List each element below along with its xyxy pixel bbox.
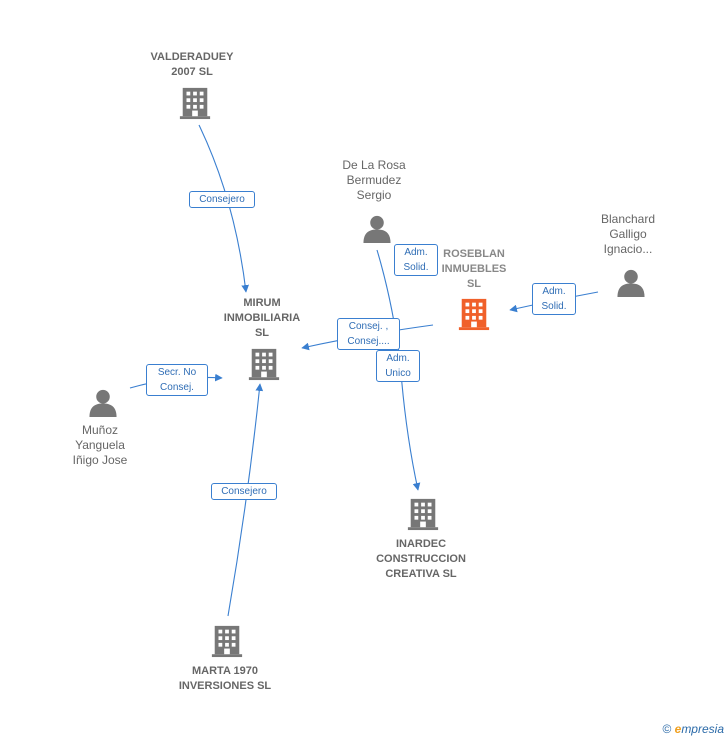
mirum-label-line: SL — [254, 327, 270, 339]
blanchard-person-icon[interactable] — [617, 269, 645, 297]
node-label-mirum[interactable]: MIRUM INMOBILIARIA SL — [212, 296, 312, 341]
edge-label-line: Secr. No — [157, 367, 197, 378]
edge-label-line: Unico — [385, 368, 411, 379]
marta-building-icon[interactable] — [211, 625, 243, 658]
valderaduey-label-line: 2007 SL — [171, 66, 213, 78]
roseblan-label-line: INMUEBLES — [441, 263, 507, 275]
edge-label-line: Consej. , — [348, 321, 389, 332]
edge-label-blanchard-roseblan[interactable]: Adm. Solid. — [532, 283, 576, 315]
edge-label-line: Adm. — [542, 286, 566, 297]
edge-label-marta-mirum[interactable]: Consejero — [211, 483, 277, 500]
inardec-label-line: CREATIVA SL — [385, 568, 457, 580]
node-label-roseblan[interactable]: ROSEBLAN INMUEBLES SL — [424, 247, 524, 292]
node-label-inardec[interactable]: INARDEC CONSTRUCCION CREATIVA SL — [366, 537, 476, 582]
brand-logo-letter: e — [674, 722, 682, 736]
roseblan-label-line: ROSEBLAN — [443, 248, 505, 260]
marta-label-line: INVERSIONES SL — [178, 680, 272, 692]
delarosa-label-line: De La Rosa — [342, 158, 406, 172]
edge-label-munoz-mirum[interactable]: Secr. No Consej. — [146, 364, 208, 396]
munoz-person-icon[interactable] — [89, 389, 117, 417]
mirum-building-icon[interactable] — [248, 348, 280, 381]
roseblan-building-icon[interactable] — [458, 298, 490, 331]
copyright-symbol: © — [662, 722, 672, 736]
node-label-blanchard[interactable]: Blanchard Galligo Ignacio... — [578, 212, 678, 257]
munoz-label-line: Iñigo Jose — [72, 453, 128, 467]
munoz-label-line: Yanguela — [75, 438, 125, 452]
edge-label-line: Consej.... — [347, 336, 390, 347]
valderaduey-building-icon[interactable] — [179, 87, 211, 120]
mirum-label-line: INMOBILIARIA — [223, 312, 301, 324]
edge-label-roseblan-mirum[interactable]: Consej. , Consej.... — [337, 318, 400, 350]
edge-label-line: Consej. — [160, 382, 194, 393]
inardec-label-line: CONSTRUCCION — [376, 553, 466, 565]
blanchard-label-line: Blanchard — [600, 212, 656, 226]
inardec-label-line: INARDEC — [395, 538, 447, 550]
blanchard-label-line: Ignacio... — [603, 242, 653, 256]
mirum-label-line: MIRUM — [243, 297, 281, 309]
delarosa-label-line: Sergio — [356, 188, 392, 202]
munoz-label-line: Muñoz — [81, 423, 119, 437]
node-label-valderaduey[interactable]: VALDERADUEY 2007 SL — [142, 50, 242, 80]
node-label-delarosa[interactable]: De La Rosa Bermudez Sergio — [324, 158, 424, 203]
edge-label-line: Consejero — [199, 194, 245, 205]
delarosa-person-icon[interactable] — [363, 215, 391, 243]
delarosa-label-line: Bermudez — [346, 173, 402, 187]
edge-label-line: Solid. — [403, 262, 429, 273]
edge-label-line: Adm. — [386, 353, 410, 364]
edge-label-line: Consejero — [221, 486, 267, 497]
empresia-logo[interactable]: © empresia — [662, 722, 724, 736]
edge-label-line: Adm. — [404, 247, 428, 258]
marta-label-line: MARTA 1970 — [191, 665, 259, 677]
edge-valderaduey-mirum — [198, 124, 249, 293]
edge-label-line: Solid. — [541, 301, 567, 312]
node-label-munoz[interactable]: Muñoz Yanguela Iñigo Jose — [50, 423, 150, 468]
inardec-building-icon[interactable] — [407, 498, 439, 531]
blanchard-label-line: Galligo — [609, 227, 647, 241]
edge-marta-mirum — [227, 383, 264, 617]
edge-label-valderaduey-mirum[interactable]: Consejero — [189, 191, 255, 208]
edge-label-delarosa-inardec[interactable]: Adm. Unico — [376, 350, 420, 382]
valderaduey-label-line: VALDERADUEY — [150, 51, 234, 63]
brand-name: mpresia — [681, 722, 724, 736]
roseblan-label-line: SL — [466, 278, 482, 290]
edge-label-delarosa-roseblan[interactable]: Adm. Solid. — [394, 244, 438, 276]
node-label-marta[interactable]: MARTA 1970 INVERSIONES SL — [167, 664, 283, 694]
